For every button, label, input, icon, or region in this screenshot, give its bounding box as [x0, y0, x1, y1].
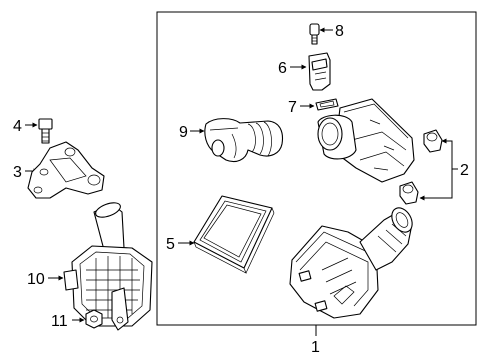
callout-4: 4 [13, 118, 22, 135]
callout-1: 1 [311, 339, 320, 356]
bracket-part-3 [27, 141, 105, 199]
bolt-part-8 [309, 23, 320, 45]
sensor-part-6 [308, 52, 331, 91]
callout-5: 5 [166, 236, 175, 253]
callout-10: 10 [27, 271, 45, 288]
nut-part-11 [85, 309, 103, 329]
bolt-part-4 [38, 118, 53, 144]
resonator-part-10 [63, 202, 153, 331]
callout-11: 11 [51, 313, 68, 330]
callout-6: 6 [278, 60, 287, 77]
upper-cover-part-2 [317, 98, 415, 183]
lower-housing-part-1 [289, 207, 413, 319]
grommet-lower-part-2 [399, 181, 419, 205]
callout-3: 3 [13, 164, 22, 181]
filter-element-part-5 [193, 195, 275, 274]
grommet-upper-part-2 [423, 129, 443, 153]
callout-7: 7 [288, 99, 297, 116]
gasket-part-7 [315, 98, 339, 111]
callout-2: 2 [460, 162, 469, 179]
callout-9: 9 [179, 124, 188, 141]
intake-duct-part-9 [204, 118, 284, 163]
callout-8: 8 [335, 23, 344, 40]
